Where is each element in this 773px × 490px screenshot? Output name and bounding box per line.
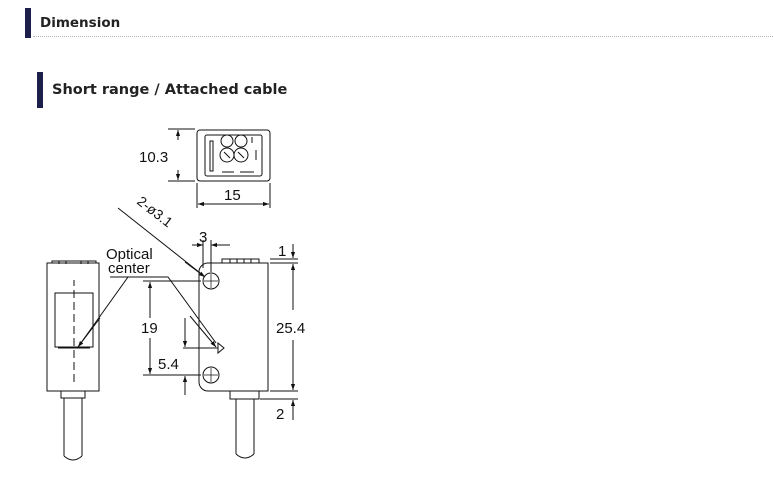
dim-offset: 3: [199, 229, 207, 246]
subsection-accent-bar: [37, 72, 43, 108]
optical-label-line1: Optical: [106, 246, 153, 263]
top-view: [168, 128, 271, 208]
dim-optical-offset: 5.4: [158, 356, 179, 373]
dim-hole-spacing: 19: [141, 320, 158, 337]
dim-top-margin: 1: [278, 243, 286, 260]
section-divider: [33, 36, 773, 37]
dim-holes: 2-ø3.1: [134, 193, 176, 231]
section-accent-bar: [25, 8, 31, 38]
subsection-title: Short range / Attached cable: [52, 82, 288, 98]
optical-label-line2: center: [108, 260, 150, 277]
dim-body-height: 25.4: [276, 320, 305, 337]
dim-bottom-margin: 2: [276, 406, 284, 423]
section-header: Dimension: [25, 8, 120, 38]
section-title: Dimension: [40, 15, 121, 31]
subsection-header: Short range / Attached cable: [37, 72, 287, 108]
side-view: [46, 260, 129, 461]
front-view: [110, 207, 298, 459]
dim-height-top: 10.3: [139, 149, 168, 166]
dim-width-top: 15: [224, 187, 241, 204]
